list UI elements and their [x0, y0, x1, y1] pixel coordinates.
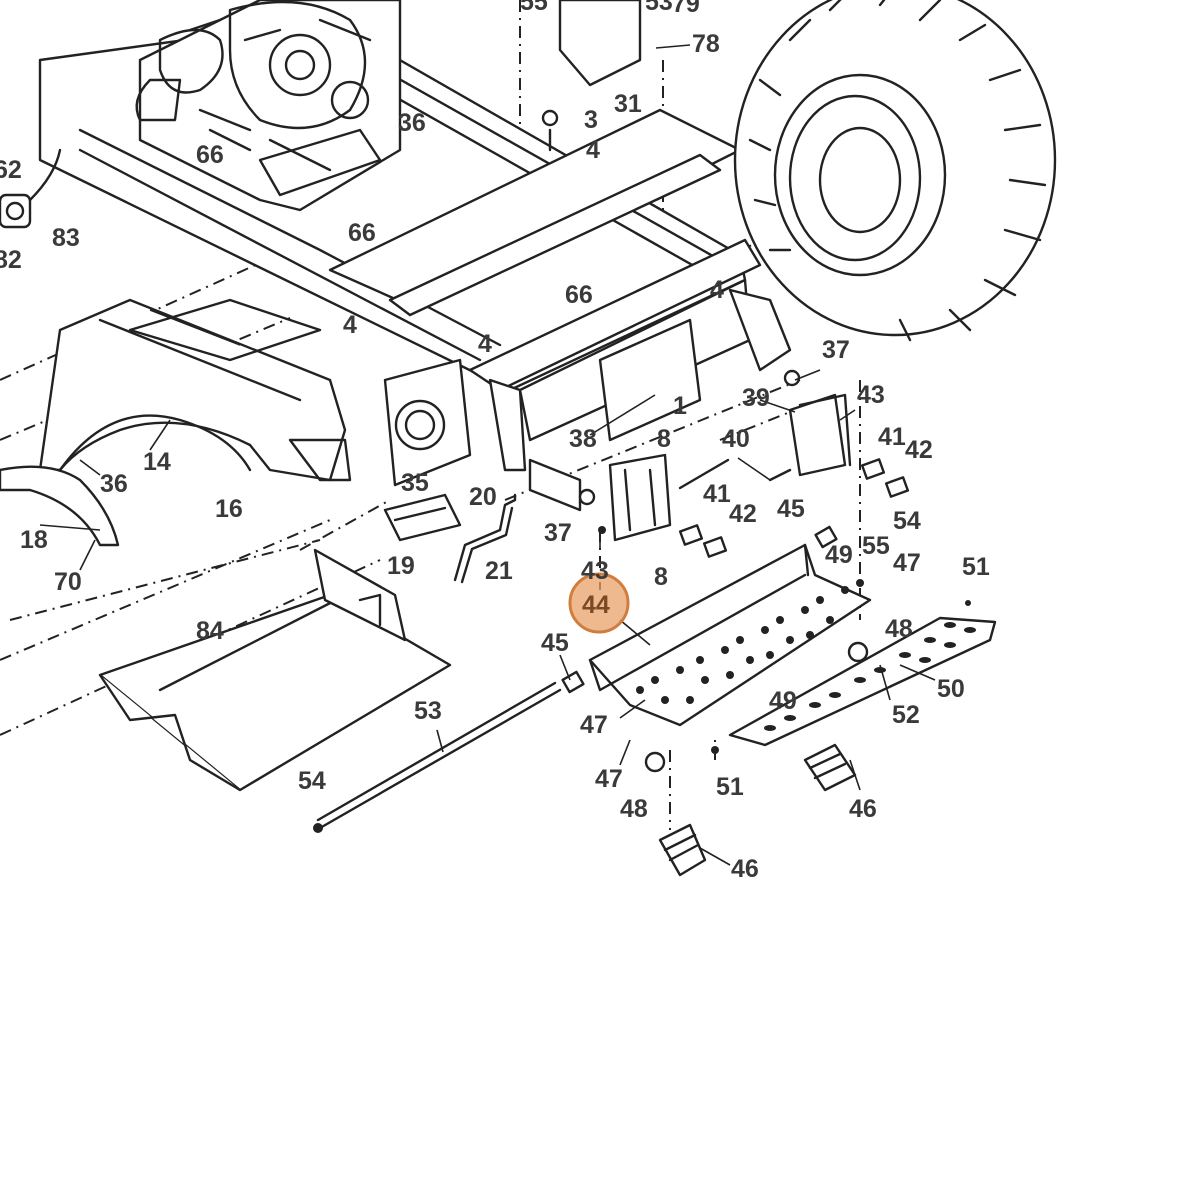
callout-label: 37: [822, 336, 850, 364]
callout-label: 1: [673, 392, 687, 420]
callout-label: 43: [581, 557, 609, 585]
callout-label: 54: [298, 767, 326, 795]
pedal-plate: [588, 543, 872, 727]
callout-label: 55: [520, 0, 548, 16]
callout-label: 70: [54, 568, 82, 596]
highlight-marker[interactable]: [568, 572, 630, 634]
callout-label: 45: [777, 495, 805, 523]
callout-label: 84: [196, 617, 224, 645]
callout-label: 36: [100, 470, 128, 498]
callout-label: 48: [885, 615, 913, 643]
rod-53: [316, 525, 838, 830]
part-19: [383, 493, 462, 542]
callout-label: 46: [731, 855, 759, 883]
bracket-39: [788, 393, 852, 477]
callout-label: 42: [729, 500, 757, 528]
pedal-46: [658, 743, 857, 877]
step-plate: [728, 616, 997, 747]
nut-42: [702, 476, 910, 558]
callout-label: 4: [586, 136, 600, 164]
callout-label: 21: [485, 557, 513, 585]
callout-label: 66: [196, 141, 224, 169]
rear-fender: [38, 298, 352, 482]
callout-label: 31: [614, 90, 642, 118]
callout-label: 51: [716, 773, 744, 801]
callout-label: 66: [348, 219, 376, 247]
callout-label: 49: [825, 541, 853, 569]
callout-label: 54: [893, 507, 921, 535]
callout-label: 35: [401, 469, 429, 497]
fuel-filter: [0, 148, 62, 229]
part-21: [453, 493, 517, 584]
callout-label: 43: [857, 381, 885, 409]
highlight-label[interactable]: 44: [582, 591, 610, 619]
callout-label: 4: [343, 311, 357, 339]
callout-label: 47: [893, 549, 921, 577]
callout-label: 8: [657, 425, 671, 453]
bracket-38: [608, 453, 672, 542]
callout-label: 19: [387, 552, 415, 580]
nut-41: [678, 458, 886, 546]
callout-label: 47: [595, 765, 623, 793]
callout-label: 62: [0, 156, 22, 184]
callout-label: 50: [937, 675, 965, 703]
callout-label: 53: [414, 697, 442, 725]
callout-label: 14: [143, 448, 171, 476]
fasteners: [313, 109, 971, 833]
bracket-31: [558, 0, 642, 87]
callout-label: 42: [905, 436, 933, 464]
callout-label: 79: [672, 0, 700, 18]
callout-label: 49: [769, 687, 797, 715]
callout-label: 4: [478, 330, 492, 358]
callout-label: 83: [52, 224, 80, 252]
callout-label: 48: [620, 795, 648, 823]
floor-panel-84: [98, 548, 452, 792]
callout-label: 4: [710, 276, 724, 304]
callout-label: 36: [398, 109, 426, 137]
leader-lines: [39, 44, 936, 866]
callout-label: 3: [584, 106, 598, 134]
left-fender-panel: [0, 465, 120, 547]
bolt-40: [678, 458, 792, 490]
callout-label: 41: [703, 480, 731, 508]
callout-label: 40: [722, 425, 750, 453]
callout-label: 45: [541, 629, 569, 657]
callout-label: 47: [580, 711, 608, 739]
callout-label: 55: [862, 532, 890, 560]
callout-label: 39: [742, 384, 770, 412]
callout-label: 78: [692, 30, 720, 58]
callout-label: 66: [565, 281, 593, 309]
callout-label: 18: [20, 526, 48, 554]
callout-label: 20: [469, 483, 497, 511]
callout-label: 16: [215, 495, 243, 523]
callout-label: 53: [645, 0, 673, 16]
callout-label: 46: [849, 795, 877, 823]
engine-assembly: [135, 0, 402, 212]
callout-labels: 53 79 55 78 31 3 4 36 66 62 83 82 66 66 …: [0, 0, 990, 883]
callout-label: 82: [0, 246, 22, 274]
rear-tire: [733, 0, 1057, 342]
callout-label: 52: [892, 701, 920, 729]
callout-label: 8: [654, 563, 668, 591]
callout-label: 38: [569, 425, 597, 453]
callout-label: 51: [962, 553, 990, 581]
callout-label: 37: [544, 519, 572, 547]
callout-label: 41: [878, 423, 906, 451]
